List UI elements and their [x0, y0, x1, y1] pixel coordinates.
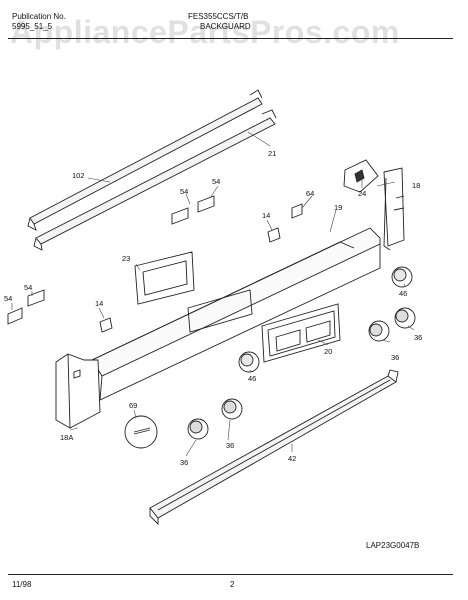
callout-36: 36 [226, 441, 234, 450]
part-23-window [134, 251, 195, 305]
callout-18: 18 [412, 181, 420, 190]
callout-24: 24 [358, 189, 366, 198]
part-18-end-cap [383, 167, 405, 251]
publication-label: Publication No. [12, 12, 66, 21]
callout-54: 54 [24, 283, 32, 292]
part-46-knob [391, 266, 413, 288]
callout-36: 36 [414, 333, 422, 342]
callout-46: 46 [248, 374, 256, 383]
part-36-knob [221, 398, 243, 420]
callout-36: 36 [180, 458, 188, 467]
callout-54: 54 [180, 187, 188, 196]
display-opening [187, 289, 253, 333]
callout-23: 23 [122, 254, 130, 263]
callout-54: 54 [212, 177, 220, 186]
section-title: BACKGUARD [200, 22, 251, 31]
watermark: AppliancePartsPros.com [10, 14, 400, 50]
diagram-code: LAP23G0047B [366, 541, 419, 550]
callout-54: 54 [4, 294, 12, 303]
part-36-knob [394, 307, 416, 329]
part-54-clamp [197, 195, 215, 213]
callout-42: 42 [288, 454, 296, 463]
part-54-clamp [7, 307, 23, 325]
part-54-clamp [27, 289, 45, 307]
part-20-control-board [261, 303, 341, 363]
header-rule [8, 38, 453, 39]
part-21-rail [33, 109, 277, 251]
part-42-trim [149, 369, 399, 526]
callout-69: 69 [129, 401, 137, 410]
footer-date: 11/98 [12, 580, 32, 589]
callout-36: 36 [391, 353, 399, 362]
callout-102: 102 [72, 171, 85, 180]
callout-21: 21 [268, 149, 276, 158]
footer-rule [8, 574, 453, 575]
callout-14: 14 [262, 211, 270, 220]
leader-lines [11, 131, 415, 457]
callout-46: 46 [399, 289, 407, 298]
part-102-rail [27, 89, 263, 231]
publication-number: 5995_51_5 [12, 22, 53, 31]
callout-14: 14 [95, 299, 103, 308]
callout-19: 19 [334, 203, 342, 212]
part-46-knob [238, 351, 260, 373]
part-19-console-panel [91, 227, 381, 401]
part-64-clip [291, 203, 303, 219]
part-18a-end-cap [55, 353, 101, 429]
callout-64: 64 [306, 189, 314, 198]
part-54-clamp [171, 207, 189, 225]
part-14-switch [267, 227, 281, 243]
part-24-bracket [343, 159, 379, 193]
part-36-knob [368, 320, 390, 342]
part-14-switch-left [99, 317, 113, 333]
callout-20: 20 [324, 347, 332, 356]
part-69-screw [133, 427, 151, 435]
part-36-knob [187, 418, 209, 440]
model-number: FES355CCS/T/B [188, 12, 249, 21]
page-number: 2 [230, 580, 235, 589]
callout-18a: 18A [60, 433, 73, 442]
